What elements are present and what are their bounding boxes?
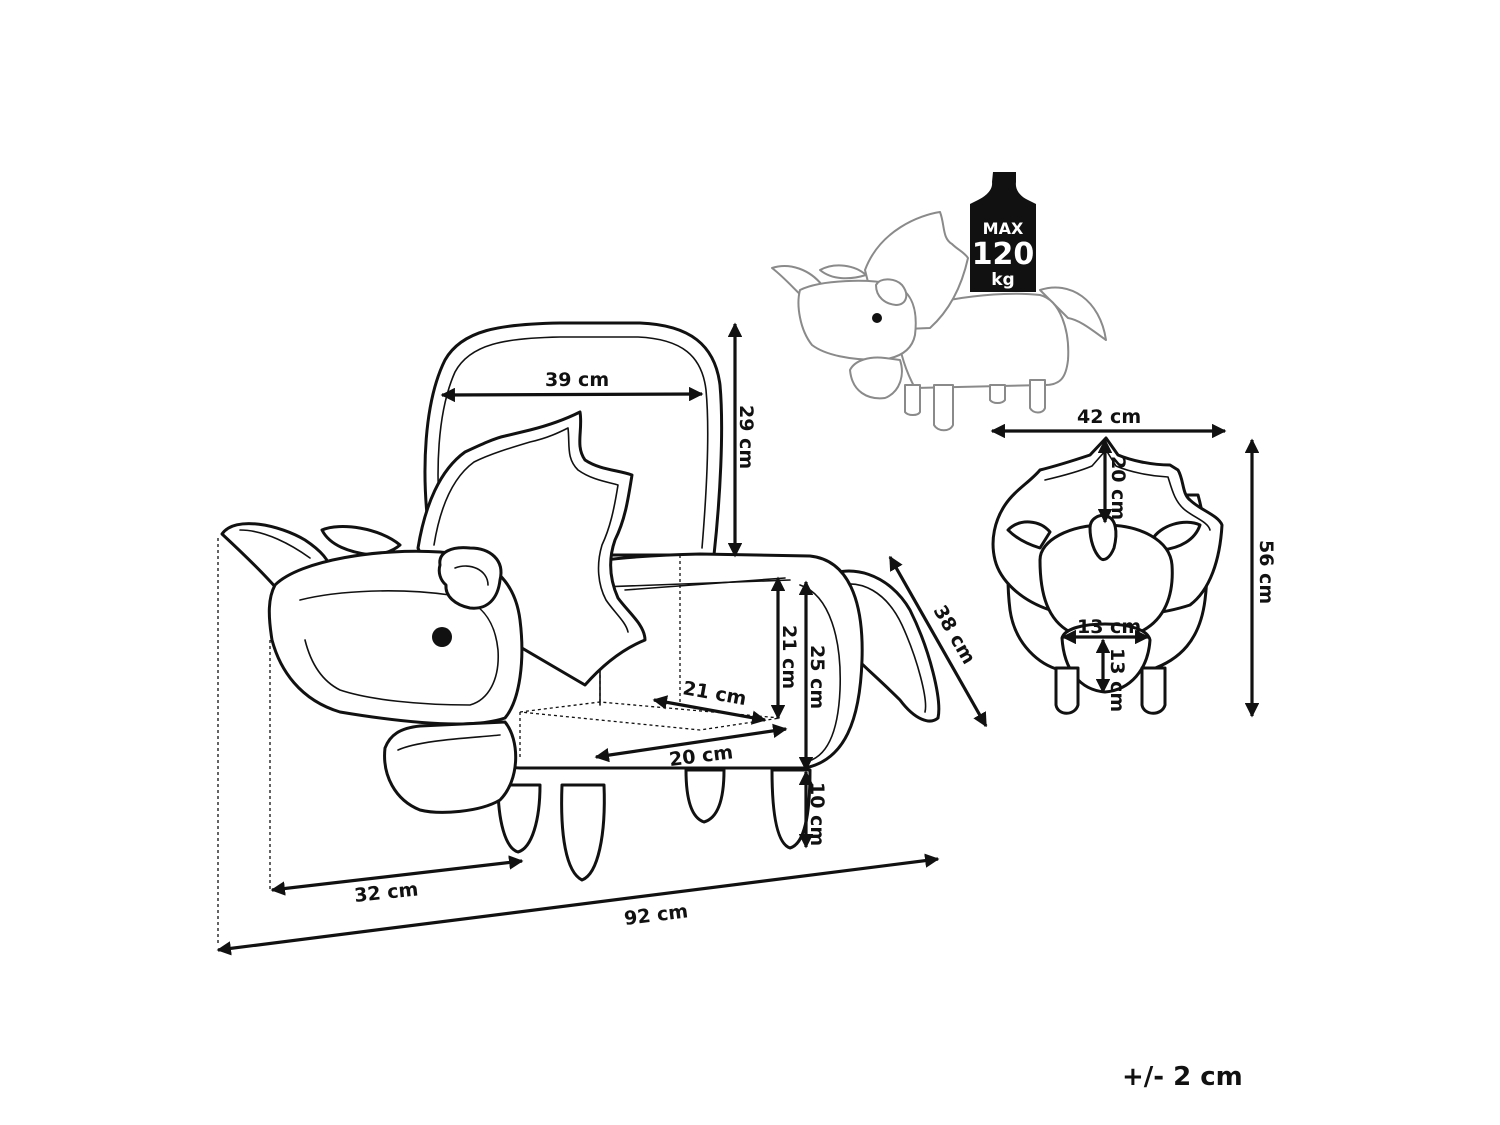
label-snout-width: 13 cm xyxy=(1077,616,1141,638)
head xyxy=(267,546,524,726)
side-view-drawing xyxy=(217,321,941,945)
label-backrest-width: 39 cm xyxy=(545,369,609,391)
dim-storage-width xyxy=(594,723,788,763)
perspective-eye-icon xyxy=(872,313,882,323)
label-body-height: 25 cm xyxy=(806,645,828,709)
label-total-height: 56 cm xyxy=(1255,540,1277,604)
tolerance-note: +/- 2 cm xyxy=(1122,1062,1243,1092)
label-seat-inner-height: 21 cm xyxy=(778,625,800,689)
max-weight-badge: MAX 120 kg xyxy=(970,172,1036,292)
label-leg-height: 10 cm xyxy=(806,782,828,846)
dim-tail-length xyxy=(888,555,988,728)
perspective-view-drawing xyxy=(771,211,1107,432)
eye-icon xyxy=(432,627,452,647)
label-frill-height: 20 cm xyxy=(1107,456,1129,520)
label-total-length: 92 cm xyxy=(623,900,689,930)
legs xyxy=(496,768,812,882)
weight-badge-line1: MAX xyxy=(983,219,1024,238)
dim-backrest-width xyxy=(440,386,704,403)
weight-badge-line3: kg xyxy=(991,270,1014,290)
label-backrest-height: 29 cm xyxy=(735,405,757,469)
dim-storage-depth xyxy=(652,695,767,725)
jaw xyxy=(383,720,518,814)
dim-total-length xyxy=(216,853,940,956)
front-view-dimensions: 42 cm 56 cm 20 cm 13 cm 13 cm xyxy=(990,406,1277,718)
label-head-length: 32 cm xyxy=(353,878,419,907)
front-view-drawing xyxy=(991,436,1224,715)
label-total-width: 42 cm xyxy=(1077,406,1141,428)
weight-badge-line2: 120 xyxy=(972,237,1035,272)
label-tail-length: 38 cm xyxy=(929,602,980,669)
label-snout-height: 13 cm xyxy=(1106,648,1128,712)
